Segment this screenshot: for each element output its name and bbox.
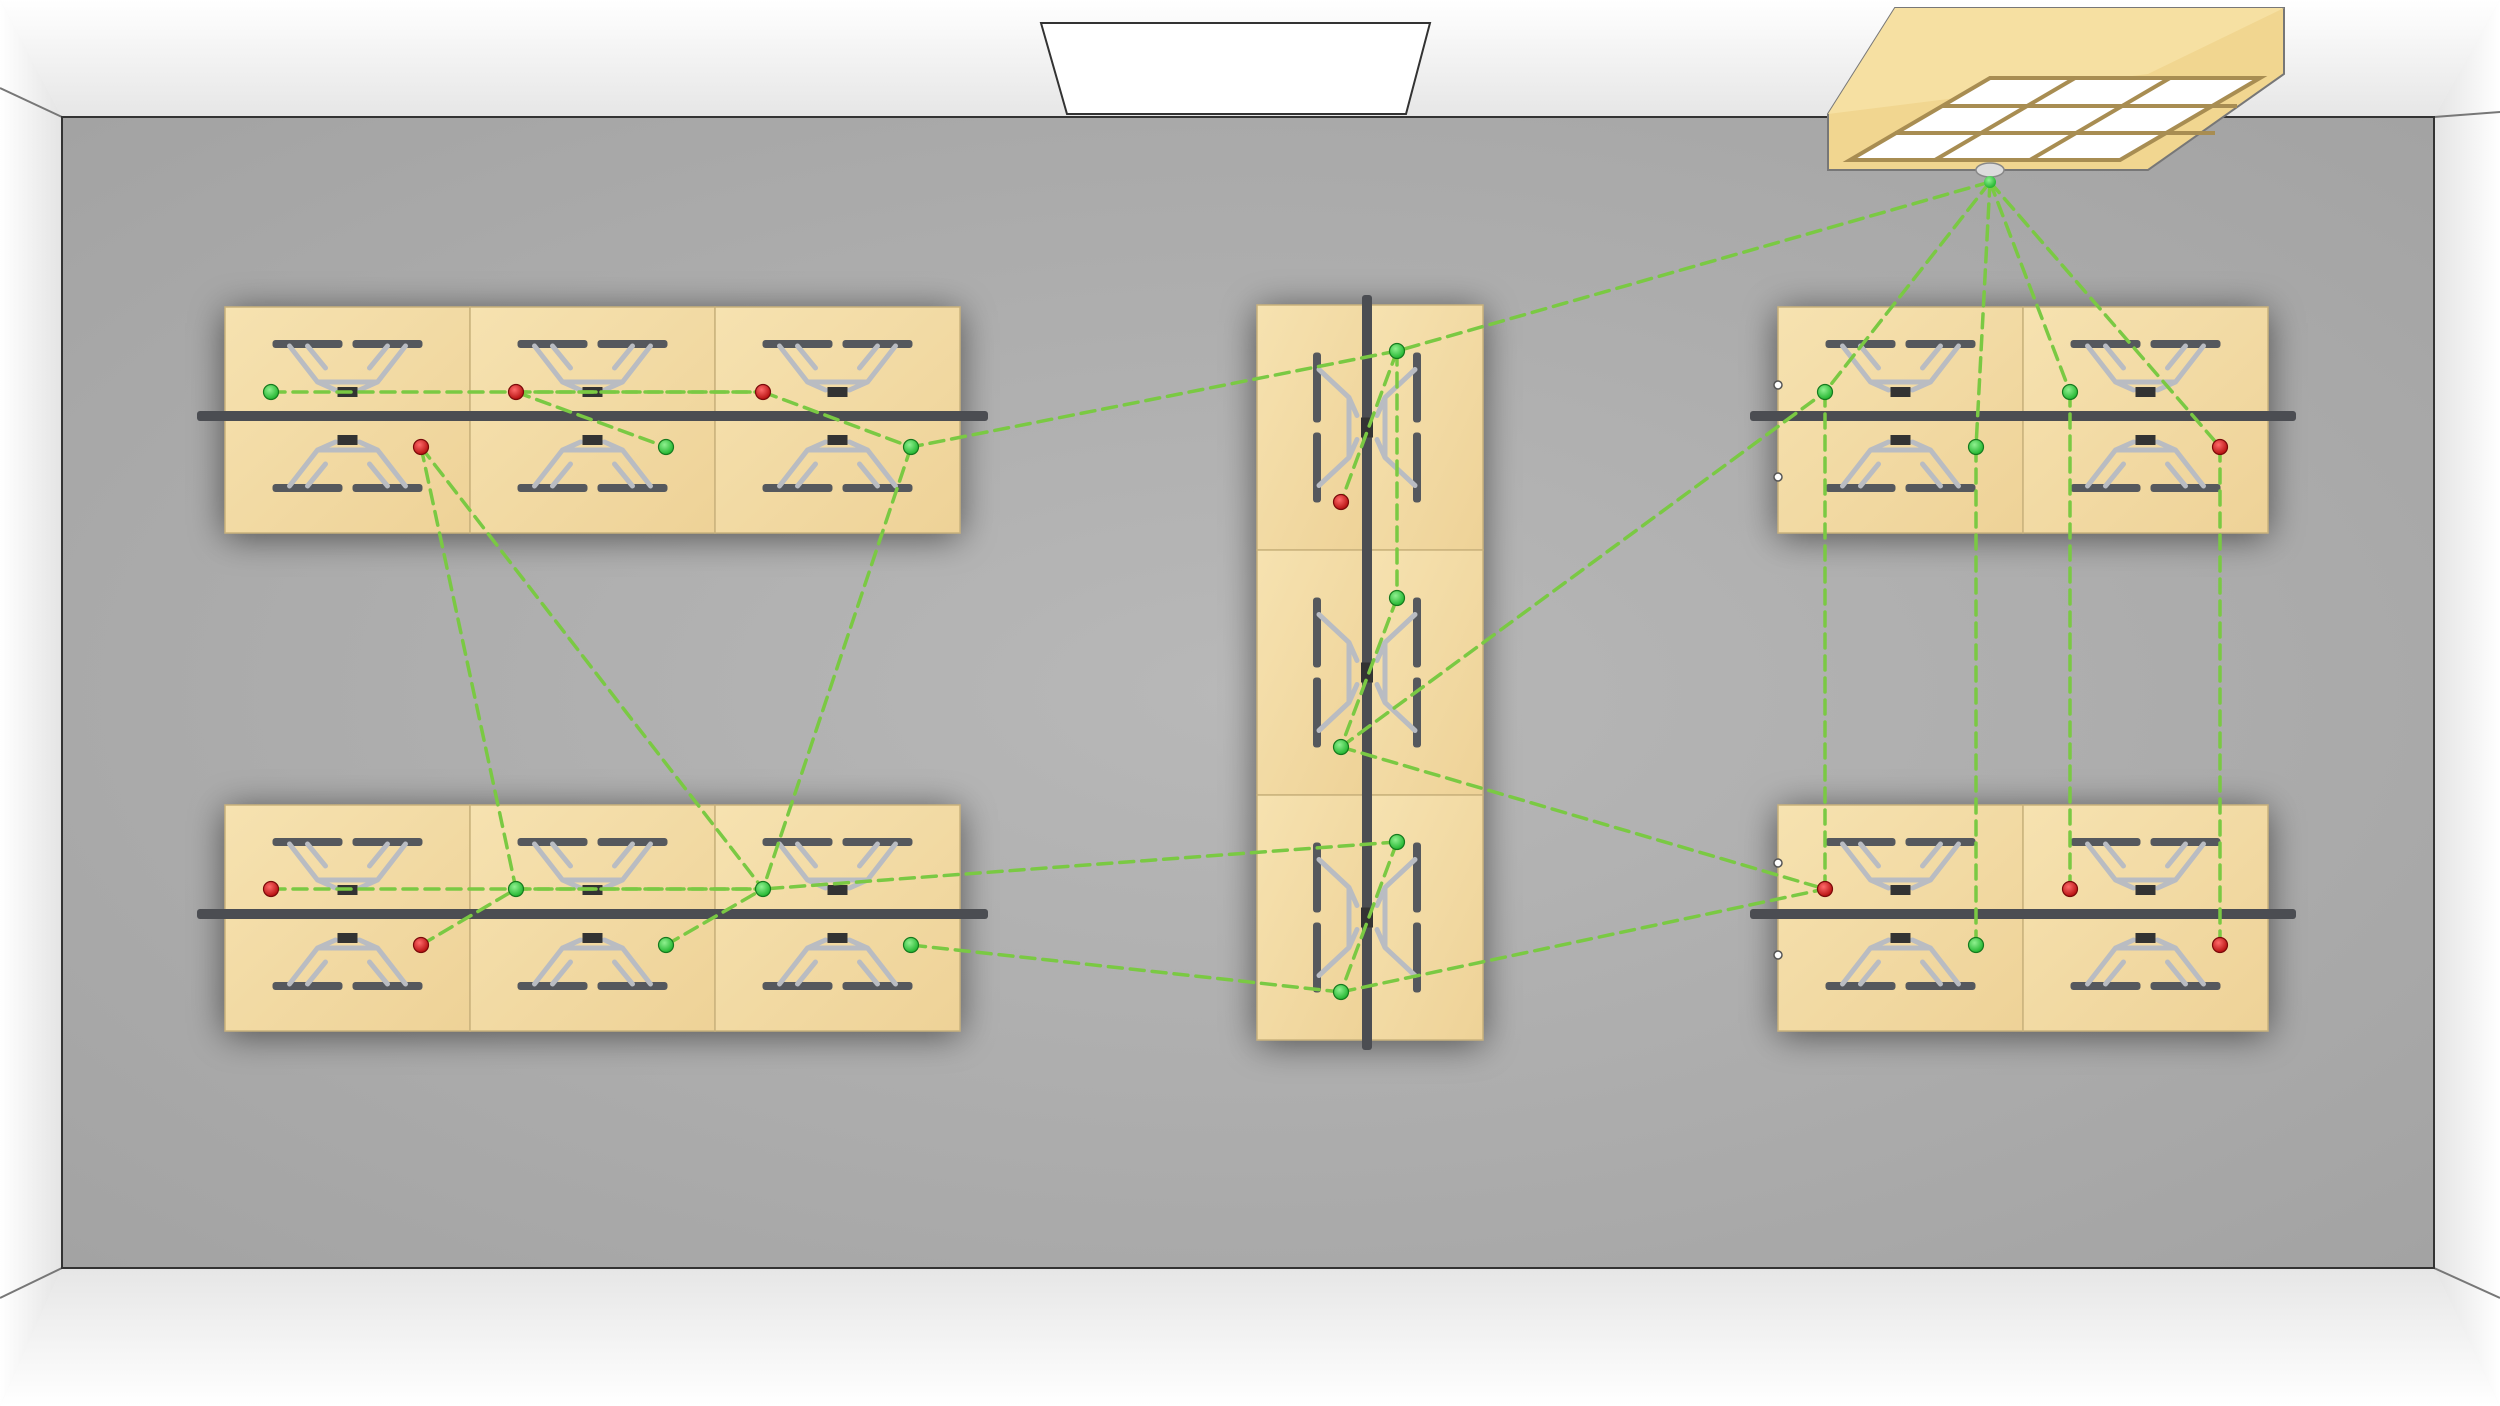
chair-pair bbox=[2070, 933, 2221, 990]
ok-node-B6 bbox=[902, 936, 920, 954]
ok-node-E1 bbox=[1816, 383, 1834, 401]
chair-pair bbox=[762, 340, 913, 397]
access-point-node bbox=[1984, 176, 1996, 188]
link-A4-B3 bbox=[419, 445, 765, 891]
desk bbox=[1369, 794, 1484, 1041]
fail-node-B1 bbox=[262, 880, 280, 898]
outlet-dot bbox=[1773, 380, 1783, 390]
desk bbox=[1256, 794, 1371, 1041]
desk-cluster-top-right bbox=[1750, 306, 2296, 534]
ok-node-A6 bbox=[902, 438, 920, 456]
link-C6-B6 bbox=[909, 943, 1343, 994]
link-ap-C1 bbox=[1395, 180, 1992, 353]
fail-node-F4 bbox=[2211, 936, 2229, 954]
fail-node-A2 bbox=[507, 383, 525, 401]
chair-pair bbox=[517, 838, 668, 895]
link-ap-E3 bbox=[1974, 180, 1992, 449]
link-C3-C4 bbox=[1339, 596, 1399, 749]
link-A6-B3 bbox=[761, 445, 913, 891]
desk-divider bbox=[1750, 411, 2296, 421]
ok-node-E3 bbox=[1967, 438, 1985, 456]
chair-pair bbox=[517, 340, 668, 397]
fail-node-F2 bbox=[2061, 880, 2079, 898]
ok-node-B2 bbox=[507, 880, 525, 898]
ok-node-A5 bbox=[657, 438, 675, 456]
ok-node-C1 bbox=[1388, 342, 1406, 360]
outlet-dot bbox=[1773, 950, 1783, 960]
chair-pair bbox=[1825, 933, 1976, 990]
ok-node-E2 bbox=[2061, 383, 2079, 401]
ok-node-B3 bbox=[754, 880, 772, 898]
chair-pair bbox=[2070, 340, 2221, 397]
fail-node-B4 bbox=[412, 936, 430, 954]
network-nodes bbox=[262, 176, 2229, 1001]
desk-divider bbox=[1750, 909, 2296, 919]
ceiling-light-icon bbox=[1827, 7, 2285, 178]
link-B4-B2 bbox=[419, 887, 518, 947]
link-A2-A5 bbox=[514, 390, 668, 449]
desk-cluster-bottom-right bbox=[1750, 804, 2296, 1032]
link-C5-B3 bbox=[761, 840, 1399, 891]
link-C4-F1 bbox=[1339, 745, 1827, 891]
chair-pair bbox=[272, 435, 423, 492]
chair-pair bbox=[517, 933, 668, 990]
wall-bottom bbox=[0, 1268, 2500, 1406]
link-ap-E4 bbox=[1988, 180, 2222, 449]
ok-node-C4 bbox=[1332, 738, 1350, 756]
ok-node-B5 bbox=[657, 936, 675, 954]
ok-node-F3 bbox=[1967, 936, 1985, 954]
desk-clusters bbox=[197, 295, 2296, 1050]
window-icon bbox=[1039, 22, 1432, 115]
link-ap-E1 bbox=[1823, 180, 1992, 394]
desk bbox=[1256, 304, 1371, 551]
outlet-dot bbox=[1773, 472, 1783, 482]
outlet-dot bbox=[1773, 858, 1783, 868]
chair-pair bbox=[1313, 597, 1421, 748]
desk-cluster-bottom-left bbox=[197, 804, 988, 1032]
desk-divider bbox=[197, 909, 988, 919]
link-C4-E1 bbox=[1339, 390, 1827, 749]
ok-node-C3 bbox=[1388, 589, 1406, 607]
wall-left bbox=[0, 0, 62, 1406]
link-A3-A6 bbox=[761, 390, 913, 449]
link-B5-B3 bbox=[664, 887, 765, 947]
link-C6-F1 bbox=[1339, 887, 1827, 994]
ok-node-C6 bbox=[1332, 983, 1350, 1001]
desk-divider bbox=[197, 411, 988, 421]
link-A4-B2 bbox=[419, 445, 518, 891]
chair-pair bbox=[762, 933, 913, 990]
desk bbox=[1256, 549, 1371, 796]
link-C5-C6 bbox=[1339, 840, 1399, 994]
link-ap-E2 bbox=[1988, 180, 2072, 394]
fail-node-E4 bbox=[2211, 438, 2229, 456]
chair-pair bbox=[1825, 435, 1976, 492]
ok-node-A1 bbox=[262, 383, 280, 401]
fail-node-F1 bbox=[1816, 880, 1834, 898]
link-C1-A6 bbox=[909, 349, 1399, 449]
chair-pair bbox=[1825, 838, 1976, 895]
fail-node-A4 bbox=[412, 438, 430, 456]
chair-pair bbox=[517, 435, 668, 492]
chair-pair bbox=[1313, 352, 1421, 503]
fail-node-A3 bbox=[754, 383, 772, 401]
wall-right bbox=[2434, 0, 2500, 1406]
ok-node-C5 bbox=[1388, 833, 1406, 851]
chair-pair bbox=[2070, 838, 2221, 895]
chair-pair bbox=[272, 933, 423, 990]
chair-pair bbox=[2070, 435, 2221, 492]
fail-node-C2 bbox=[1332, 493, 1350, 511]
floor bbox=[61, 116, 2435, 1269]
link-C1-C2 bbox=[1339, 349, 1399, 504]
